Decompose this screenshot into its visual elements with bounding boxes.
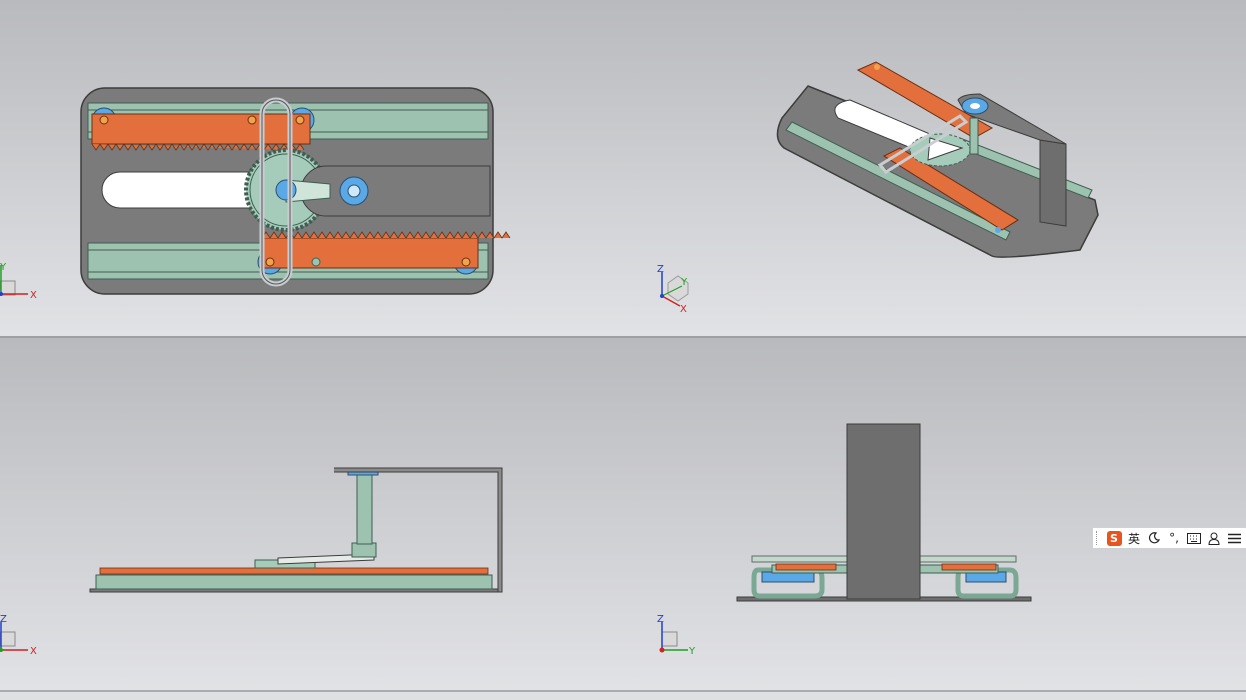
- axis-label-x: X: [680, 304, 687, 315]
- axis-label-y: Y: [680, 277, 688, 288]
- triad-xz-front: [0, 622, 28, 652]
- isometric-view-model[interactable]: [776, 61, 1099, 258]
- axis-label-x: X: [30, 290, 37, 301]
- ime-logo-button[interactable]: S: [1104, 528, 1124, 548]
- axis-label-z: Z: [0, 614, 7, 625]
- bottom-viewport-canvas[interactable]: X Z Y Z: [0, 338, 1246, 690]
- drag-handle[interactable]: [1096, 531, 1100, 545]
- axis-label-y: Y: [0, 262, 7, 273]
- moon-icon[interactable]: [1144, 528, 1164, 548]
- triad-yz-side: [659, 622, 688, 653]
- bottom-border: [0, 690, 1246, 692]
- sogou-logo-icon: S: [1106, 530, 1122, 546]
- axis-label-y: Y: [688, 646, 696, 657]
- viewport-bottom[interactable]: X Z Y Z: [0, 338, 1246, 690]
- keyboard-icon[interactable]: [1184, 528, 1204, 548]
- axis-label-z: Z: [657, 614, 664, 625]
- viewport-divider[interactable]: [0, 336, 1246, 338]
- status-strip: [0, 692, 1246, 700]
- axis-label-x: X: [30, 646, 37, 657]
- side-view-model[interactable]: [736, 423, 1032, 602]
- plan-view-model[interactable]: [80, 87, 511, 295]
- menu-icon[interactable]: [1224, 528, 1244, 548]
- viewport-top[interactable]: X Y: [0, 0, 1246, 336]
- language-toggle-button[interactable]: 英: [1127, 531, 1140, 546]
- user-icon[interactable]: [1204, 528, 1224, 548]
- axis-label-z: Z: [657, 264, 664, 275]
- top-viewport-canvas[interactable]: X Y: [0, 0, 1246, 336]
- triad-xyz-iso: [660, 272, 689, 307]
- ime-toolbar[interactable]: S 英 °,: [1092, 527, 1246, 549]
- punctuation-icon[interactable]: °,: [1169, 531, 1179, 545]
- triad-xy-top: [0, 265, 28, 296]
- front-view-model[interactable]: [89, 467, 503, 593]
